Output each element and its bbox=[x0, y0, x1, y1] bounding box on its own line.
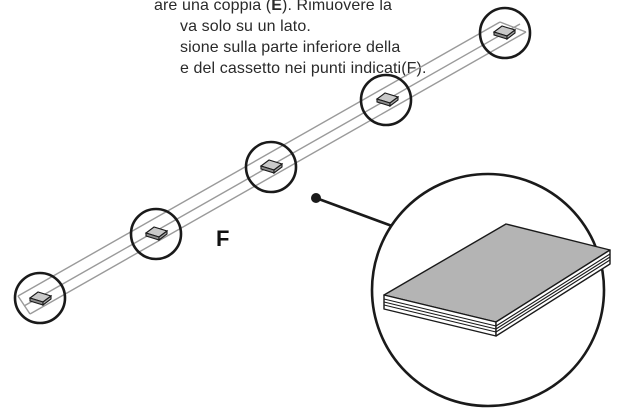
felt-pad-enlarged bbox=[383, 223, 611, 337]
callout-pointer bbox=[311, 193, 393, 228]
highlight-circle bbox=[359, 73, 413, 127]
instruction-line-2: va solo su un lato. bbox=[180, 18, 311, 35]
point-f-label: F bbox=[216, 226, 230, 251]
instruction-line-3: sione sulla parte inferiore della bbox=[180, 39, 401, 56]
felt-pad bbox=[375, 92, 400, 108]
instruction-line-4: e del cassetto nei punti indicati(F). bbox=[180, 60, 427, 77]
highlight-circle bbox=[129, 207, 183, 261]
highlight-circle bbox=[478, 6, 532, 60]
instruction-text: are una coppia (E). Rimuovere la va solo… bbox=[0, 0, 624, 86]
highlight-circle bbox=[244, 140, 298, 194]
instruction-line-1-start: are una coppia ( bbox=[154, 0, 272, 14]
part-e-label: E bbox=[271, 0, 283, 14]
felt-pad bbox=[492, 25, 517, 41]
felt-pad bbox=[144, 226, 169, 242]
felt-pad bbox=[28, 291, 53, 307]
instruction-line-1-end: ). Rimuovere la bbox=[282, 0, 392, 14]
instruction-line-1: are una coppia (E). Rimuovere la bbox=[154, 0, 392, 15]
felt-pad bbox=[259, 159, 284, 175]
highlight-circle bbox=[13, 271, 67, 325]
